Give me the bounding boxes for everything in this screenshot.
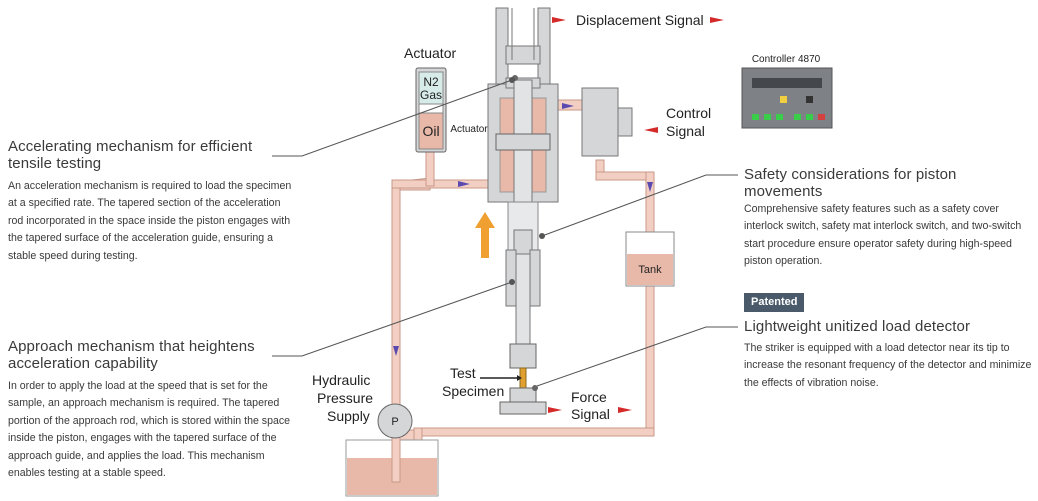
- pump: P: [377, 403, 413, 439]
- pump-label: P: [391, 416, 398, 428]
- tank: Tank: [625, 231, 675, 287]
- patented-badge: Patented: [744, 293, 805, 312]
- actuator-assembly: Actuator: [450, 7, 559, 415]
- force-signal-label-2: Signal: [571, 406, 610, 422]
- accelerating-title-1: Accelerating mechanism for efficient: [8, 138, 253, 155]
- safety-title: Safety considerations for piston movemen…: [744, 166, 957, 200]
- hydraulic-label-2: Pressure: [317, 390, 373, 406]
- accumulator: N2 Gas Oil: [415, 67, 447, 153]
- load-detector-title: Lightweight unitized load detector: [744, 318, 971, 335]
- safety-section: Safety considerations for piston movemen…: [744, 166, 1034, 271]
- hydraulic-label-1: Hydraulic: [312, 372, 370, 388]
- hydraulic-label-3: Supply: [327, 408, 370, 424]
- safety-body: Comprehensive safety features such as a …: [744, 203, 1022, 268]
- control-signal-label-2: Signal: [666, 123, 705, 139]
- n2-label: N2: [423, 75, 439, 89]
- test-specimen-label-2: Specimen: [442, 383, 504, 399]
- displacement-signal-label: Displacement Signal: [576, 12, 704, 28]
- actuator-top-label: Actuator: [404, 45, 456, 61]
- accelerating-title-2: tensile testing: [8, 155, 102, 172]
- load-detector-body: The striker is equipped with a load dete…: [744, 342, 1032, 389]
- controller-label: Controller 4870: [752, 54, 821, 65]
- flow-arrows: [393, 103, 653, 356]
- accelerating-body: An acceleration mechanism is required to…: [8, 180, 292, 262]
- accelerating-mechanism-section: Accelerating mechanism for efficient ten…: [8, 138, 298, 265]
- callout-lines: [272, 79, 738, 387]
- signal-arrows: [548, 17, 724, 413]
- load-detector-section: Lightweight unitized load detector The s…: [744, 318, 1034, 392]
- reservoir: [345, 411, 439, 497]
- actuator-body-label: Actuator: [450, 124, 488, 135]
- oil-label: Oil: [422, 123, 439, 139]
- approach-mechanism-section: Approach mechanism that heightens accele…: [8, 338, 298, 482]
- tank-return-pipe: [645, 285, 655, 435]
- callout-dots: [509, 77, 545, 285]
- tank-label: Tank: [638, 264, 662, 276]
- return-pipe-horizontal: [595, 171, 655, 181]
- approach-body: In order to apply the load at the speed …: [8, 380, 291, 480]
- approach-title-2: acceleration capability: [8, 355, 158, 372]
- test-specimen-label-1: Test: [450, 365, 476, 381]
- supply-pipe-left: [391, 179, 401, 413]
- gas-label: Gas: [420, 88, 442, 102]
- controller-4870: Controller 4870: [741, 54, 833, 129]
- bottom-return-pipe: [413, 427, 655, 437]
- return-pipe-right: [645, 171, 655, 233]
- force-signal-label-1: Force: [571, 389, 607, 405]
- oil-pipe: [425, 149, 435, 187]
- control-signal-label-1: Control: [666, 105, 711, 121]
- servo-valve: [581, 87, 633, 157]
- motion-arrow: [475, 212, 495, 258]
- approach-title-1: Approach mechanism that heightens: [8, 338, 255, 355]
